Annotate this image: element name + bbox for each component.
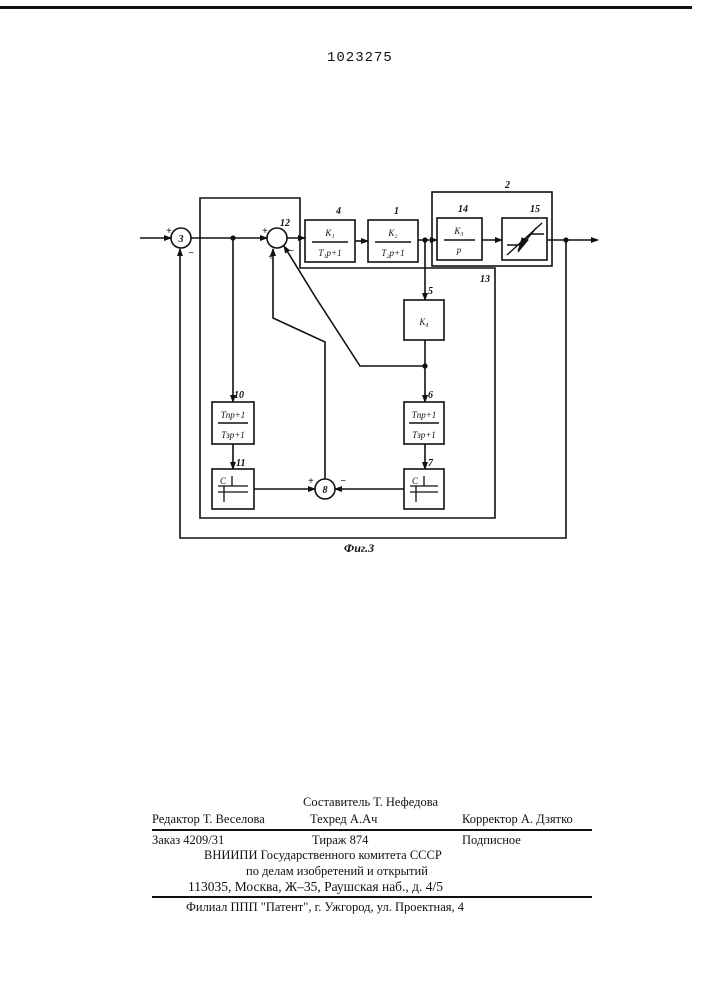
corrector-line: Корректор А. Дзятко bbox=[462, 812, 573, 827]
group-label-13: 13 bbox=[480, 274, 490, 285]
block-10-denominator: Tзp+1 bbox=[221, 430, 245, 440]
sign-plus-8: + bbox=[308, 476, 314, 487]
summer-label-8: 8 bbox=[323, 485, 328, 496]
techred-line: Техред А.Ач bbox=[310, 812, 377, 827]
block-7-cap-label: C bbox=[412, 476, 419, 486]
order-line: Заказ 4209/31 bbox=[152, 833, 224, 848]
block-label-7: 7 bbox=[428, 458, 434, 469]
editor-line: Редактор Т. Веселова bbox=[152, 812, 265, 827]
block-14-numerator: K₃ bbox=[453, 226, 463, 236]
block-label-11: 11 bbox=[236, 458, 245, 469]
block-4-numerator: K₁ bbox=[324, 228, 334, 238]
block-6-numerator: Tпp+1 bbox=[412, 410, 437, 420]
block-label-14: 14 bbox=[458, 204, 468, 215]
sign-minus-8: − bbox=[340, 476, 346, 487]
sign-plus-12-b: + bbox=[268, 252, 274, 263]
block-7 bbox=[404, 469, 444, 509]
group-13-outline bbox=[200, 198, 495, 518]
compiler-line: Составитель Т. Нефедова bbox=[303, 795, 438, 810]
block-label-5: 5 bbox=[428, 286, 433, 297]
block-5-gain: K₄ bbox=[418, 317, 428, 327]
block-11 bbox=[212, 469, 254, 509]
block-1-denominator: T₂p+1 bbox=[381, 248, 404, 258]
org-line-2: по делам изобретений и открытий bbox=[246, 864, 428, 879]
group-label-2: 2 bbox=[504, 180, 510, 191]
sign-minus-3: − bbox=[188, 248, 194, 259]
sign-minus-12: − bbox=[288, 246, 294, 257]
summer-label-3: 3 bbox=[178, 234, 184, 245]
block-11-cap-label: C bbox=[220, 476, 227, 486]
block-label-10: 10 bbox=[234, 390, 244, 401]
imprint-rule-1 bbox=[152, 829, 592, 831]
block-label-6: 6 bbox=[428, 390, 433, 401]
subscription-line: Подписное bbox=[462, 833, 521, 848]
imprint-rule-2 bbox=[152, 896, 592, 898]
sign-plus-3: + bbox=[166, 226, 172, 237]
address-line: 113035, Москва, Ж–35, Раушская наб., д. … bbox=[188, 879, 443, 895]
block-diagram: 4K₁ T₁p+1 1K₂ T₂p+1 14K₃ p 15 5K₄ 6Tпp+1Tзp+1 10T… bbox=[0, 0, 707, 600]
branch-line: Филиал ППП "Патент", г. Ужгород, ул. Про… bbox=[186, 900, 464, 915]
block-4-denominator: T₁p+1 bbox=[318, 248, 341, 258]
summer-label-12: 12 bbox=[280, 218, 290, 229]
block-6-denominator: Tзp+1 bbox=[412, 430, 436, 440]
sign-plus-12-a: + bbox=[262, 226, 268, 237]
org-line-1: ВНИИПИ Государственного комитета СССР bbox=[204, 848, 442, 863]
figure-caption: Фиг.3 bbox=[344, 541, 374, 555]
block-14-denominator: p bbox=[456, 245, 462, 255]
block-1-numerator: K₂ bbox=[387, 228, 397, 238]
block-10-numerator: Tпp+1 bbox=[221, 410, 246, 420]
block-label-15: 15 bbox=[530, 204, 540, 215]
summer-12 bbox=[267, 228, 287, 248]
circulation-line: Тираж 874 bbox=[312, 833, 368, 848]
block-label-1: 1 bbox=[394, 206, 399, 217]
block-label-4: 4 bbox=[335, 206, 341, 217]
